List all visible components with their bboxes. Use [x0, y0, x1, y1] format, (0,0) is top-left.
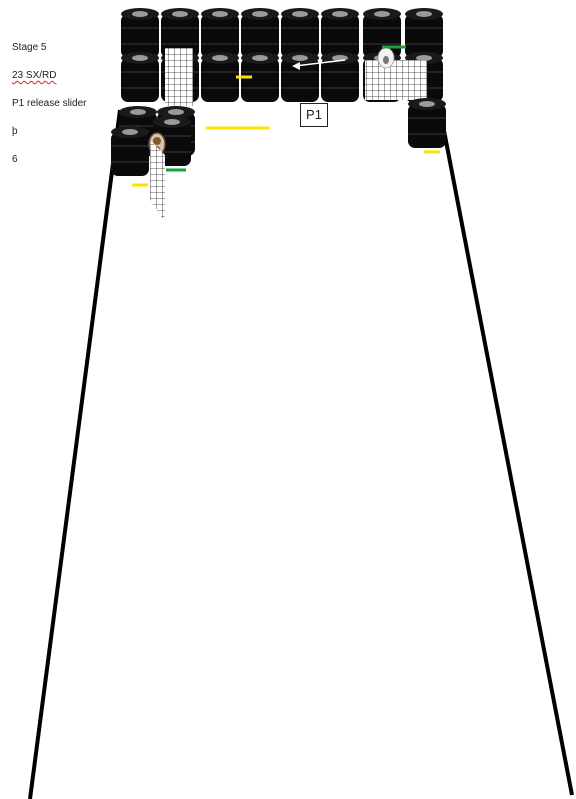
upper-right-barrels: [407, 97, 447, 149]
p1-position-marker: P1: [300, 103, 328, 127]
back-mesh-left: [165, 48, 193, 106]
arrow: [292, 59, 346, 70]
bay-boundary: [28, 109, 574, 799]
start-line: P1 release slider: [12, 98, 87, 109]
note-line-5: 6: [12, 154, 18, 165]
score-line: 23 SX/RD: [12, 70, 57, 81]
back-mesh-right: [365, 60, 427, 100]
upper-left-mesh: [150, 140, 165, 222]
back-target: [377, 47, 395, 69]
stage-title: Stage 5: [12, 42, 47, 53]
note-line-4: þ: [12, 126, 18, 137]
